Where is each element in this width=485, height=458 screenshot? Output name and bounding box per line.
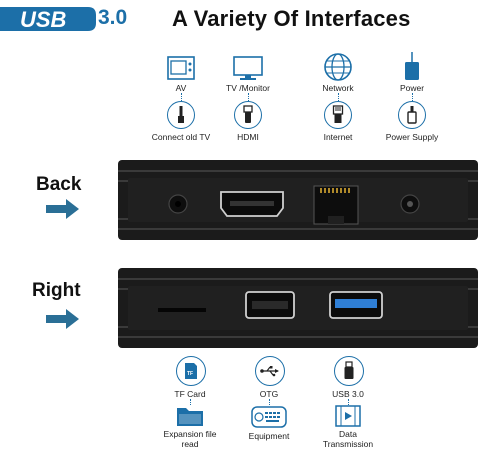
interface-tv-monitor: TV /Monitor HDMI bbox=[213, 48, 283, 142]
function-caption: Data Transmission bbox=[322, 429, 374, 449]
film-icon bbox=[335, 405, 361, 427]
ethernet-port bbox=[313, 185, 359, 225]
connector-caption: Internet bbox=[323, 132, 353, 142]
keyboard-icon bbox=[251, 405, 287, 429]
interface-label: Power bbox=[399, 83, 425, 93]
av-port bbox=[168, 194, 188, 214]
globe-icon bbox=[321, 48, 355, 82]
interface-av: AV Connect old TV bbox=[146, 48, 216, 142]
device-right-view bbox=[118, 268, 478, 348]
usb-logo-text: USB bbox=[20, 7, 67, 32]
usb-stick-icon bbox=[334, 356, 364, 386]
svg-text:TF: TF bbox=[187, 371, 193, 377]
monitor-icon bbox=[231, 48, 265, 82]
interface-power: Power Power Supply bbox=[377, 48, 447, 142]
hdmi-plug-icon bbox=[234, 101, 262, 129]
interface-tf-card: TF TF Card Expansion file read bbox=[155, 356, 225, 449]
tf-card-icon: TF bbox=[176, 356, 206, 386]
ethernet-plug-icon bbox=[324, 101, 352, 129]
tf-card-slot bbox=[158, 308, 206, 312]
back-label: Back bbox=[36, 174, 82, 195]
interface-label: Network bbox=[322, 83, 354, 93]
function-caption: Equipment bbox=[248, 431, 290, 441]
interface-usb3: USB 3.0 Data Transmission bbox=[313, 356, 383, 449]
right-label: Right bbox=[32, 280, 81, 301]
interface-network: Network Internet bbox=[303, 48, 373, 142]
dc-plug-icon bbox=[398, 101, 426, 129]
interface-label: TV /Monitor bbox=[226, 83, 270, 93]
av-jack-icon bbox=[167, 101, 195, 129]
interface-otg: OTG Equipment bbox=[234, 356, 304, 441]
dc-power-port bbox=[400, 194, 420, 214]
old-tv-icon bbox=[164, 48, 198, 82]
usb-version: 3.0 bbox=[98, 6, 128, 29]
hdmi-port bbox=[220, 191, 284, 217]
interface-label: AV bbox=[175, 83, 187, 93]
interface-label: OTG bbox=[259, 389, 279, 399]
usb-symbol-icon bbox=[255, 356, 285, 386]
folder-icon bbox=[176, 405, 204, 427]
right-arrow-icon bbox=[46, 309, 79, 329]
connector-caption: Connect old TV bbox=[151, 132, 211, 142]
device-back-view bbox=[118, 160, 478, 240]
power-adapter-icon bbox=[395, 48, 429, 82]
interface-label: TF Card bbox=[174, 389, 206, 399]
usb-logo: USB bbox=[0, 7, 96, 32]
otg-usb-port bbox=[245, 291, 295, 319]
back-arrow-icon bbox=[46, 199, 79, 219]
page-title: A Variety Of Interfaces bbox=[172, 6, 411, 31]
usb3-port bbox=[329, 291, 383, 319]
connector-caption: HDMI bbox=[237, 132, 259, 142]
function-caption: Expansion file read bbox=[163, 429, 217, 449]
connector-caption: Power Supply bbox=[385, 132, 439, 142]
interface-label: USB 3.0 bbox=[332, 389, 364, 399]
